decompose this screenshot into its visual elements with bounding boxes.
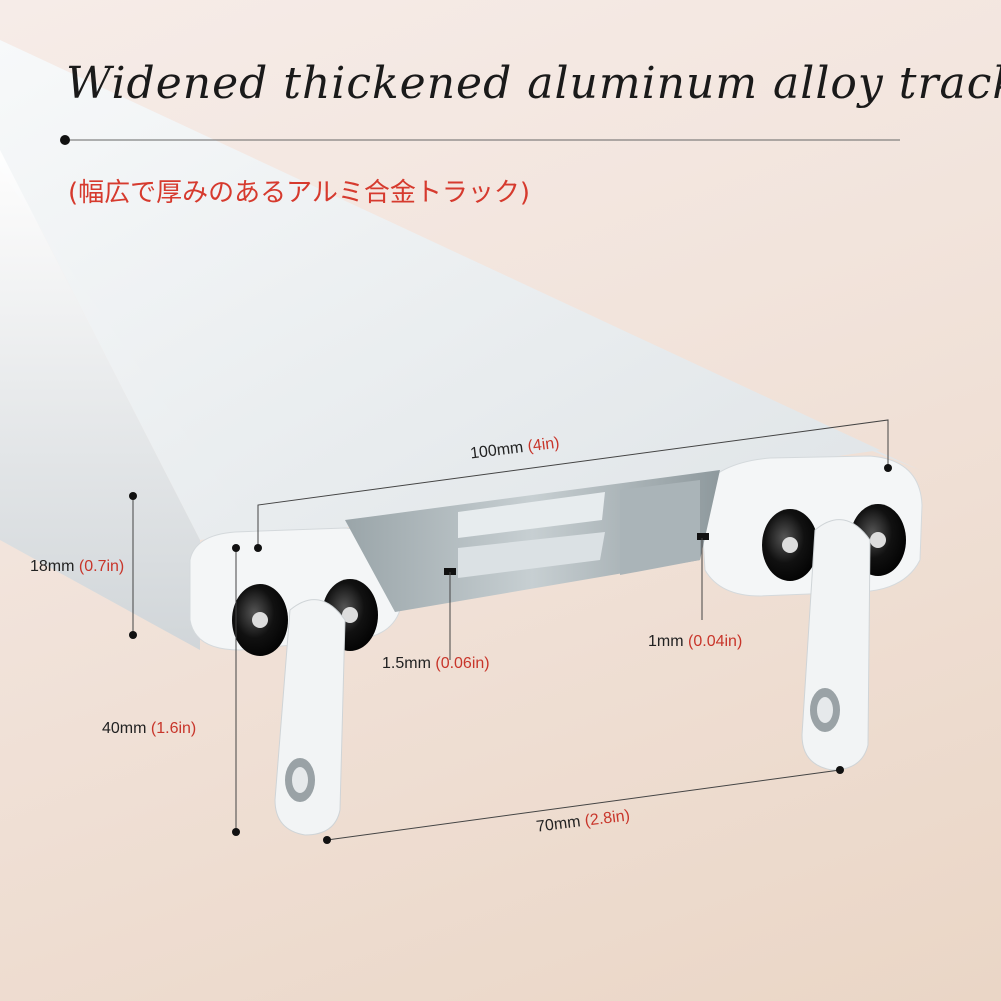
height-label: 18mm (0.7in) <box>30 558 124 576</box>
track-side-face <box>0 150 200 650</box>
height-metric: 18mm <box>30 558 75 575</box>
dimension-points <box>60 135 892 844</box>
inner-label: 1mm (0.04in) <box>648 633 742 651</box>
drop-metric: 40mm <box>102 720 147 737</box>
wall-imperial: (0.06in) <box>435 655 490 672</box>
page-subtitle: (幅広で厚みのあるアルミ合金トラック) <box>68 178 531 208</box>
right-roller-carrier <box>762 504 906 771</box>
drop-imperial: (1.6in) <box>150 720 197 737</box>
height-imperial: (0.7in) <box>78 558 125 575</box>
left-roller-carrier <box>232 579 378 836</box>
inner-imperial: (0.04in) <box>688 633 743 650</box>
wall-label: 1.5mm (0.06in) <box>382 655 490 673</box>
dimension-lines <box>68 139 900 841</box>
wall-metric: 1.5mm <box>382 655 431 672</box>
width-imperial: (4in) <box>526 434 561 456</box>
inner-metric: 1mm <box>648 633 684 650</box>
drop-label: 40mm (1.6in) <box>102 720 196 738</box>
page-title: Widened thickened aluminum alloy track <box>66 58 1001 109</box>
